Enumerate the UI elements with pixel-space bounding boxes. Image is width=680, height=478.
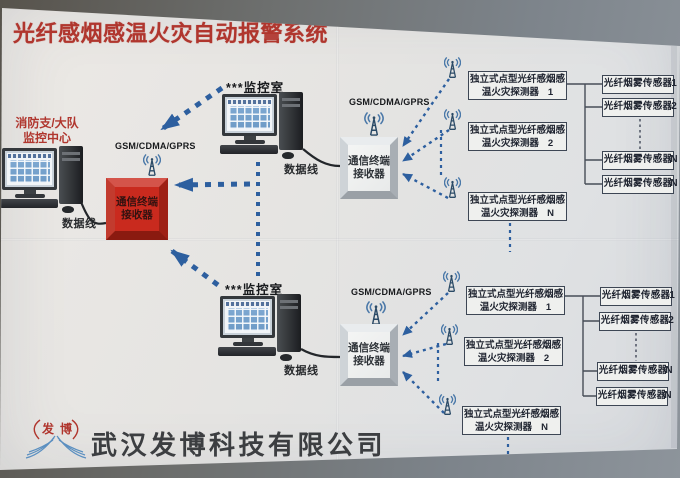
gsm-label-center: GSM/CDMA/GPRS	[115, 141, 196, 151]
sensor-num: N	[665, 365, 673, 376]
keyboard-icon	[220, 145, 278, 154]
company-logo: 发 博	[25, 419, 87, 459]
antenna-icon	[444, 109, 461, 130]
sensor-bottom-4: 光纤烟雾传感器	[596, 387, 668, 406]
gray-receiver-top: 通信终端 接收器	[340, 137, 398, 199]
fold-crease-horizontal	[0, 238, 680, 241]
cable-room-bottom	[300, 348, 341, 359]
sensor-num: 2	[671, 101, 677, 112]
monitor-icon	[2, 148, 57, 190]
sensor-top-4: 光纤烟雾传感器	[602, 175, 674, 194]
keyboard-icon	[218, 347, 276, 356]
data-cable-label-bottom: 数据线	[284, 365, 319, 377]
fire-center-label: 消防支/大队 监控中心	[15, 116, 79, 145]
monitor-room-bottom-computer	[218, 294, 302, 364]
antenna-icon	[441, 324, 458, 345]
fold-crease-vertical	[336, 8, 339, 470]
antenna-icon	[439, 394, 456, 415]
sensor-num: N	[664, 390, 672, 401]
sensor-bottom-3: 光纤烟雾传感器	[597, 362, 669, 381]
antenna-icon	[143, 154, 161, 176]
mouse-icon	[282, 152, 294, 159]
red-receiver-box: 通信终端 接收器	[106, 178, 168, 240]
sensor-top-1: 光纤烟雾传感器	[602, 75, 674, 94]
sensor-bracket-top	[567, 83, 602, 185]
keyboard-icon	[0, 199, 58, 208]
gray-receiver-bottom: 通信终端 接收器	[340, 324, 398, 386]
sensor-top-3: 光纤烟雾传感器	[602, 151, 674, 170]
arrow-trunk-to-center	[174, 177, 251, 192]
sensor-bottom-1: 光纤烟雾传感器	[600, 287, 672, 306]
sensor-num: N	[670, 178, 678, 189]
monitor-icon	[222, 94, 277, 136]
logo-char-2: 博	[60, 421, 72, 436]
antenna-icon	[366, 301, 386, 325]
company-name: 武汉发博科技有限公司	[91, 430, 387, 460]
data-cable-label-left: 数据线	[62, 218, 97, 230]
antenna-icon	[444, 57, 461, 78]
arrow-room-top-to-center	[160, 85, 224, 132]
data-cable-label-top: 数据线	[284, 164, 319, 176]
sensor-top-2: 光纤烟雾传感器	[602, 98, 674, 117]
page-title: 光纤感烟感温火灾自动报警系统	[13, 21, 329, 46]
gsm-label-bottom: GSM/CDMA/GPRS	[351, 287, 432, 297]
sensor-num: 1	[669, 290, 675, 301]
computer-tower-icon	[279, 92, 303, 150]
sensor-num: 2	[668, 315, 674, 326]
wireless-links-bottom	[402, 292, 449, 414]
sensor-bracket-bottom	[565, 295, 600, 397]
antenna-icon	[443, 271, 460, 292]
monitor-room-top-computer	[220, 92, 304, 162]
monitor-room-bottom-label: ***监控室	[225, 283, 284, 297]
antenna-icon	[364, 112, 384, 136]
logo-char-1: 发	[41, 421, 55, 436]
arrow-room-bottom-to-center	[170, 248, 220, 288]
gsm-label-top: GSM/CDMA/GPRS	[349, 97, 430, 107]
computer-tower-icon	[59, 146, 83, 204]
poster-right-edge	[671, 46, 677, 448]
sensor-bottom-2: 光纤烟雾传感器	[599, 312, 671, 331]
sensor-num: N	[670, 154, 678, 165]
computer-tower-icon	[277, 294, 301, 352]
mouse-icon	[280, 354, 292, 361]
sensor-num: 1	[671, 78, 677, 89]
antenna-icon	[444, 177, 461, 198]
mouse-icon	[62, 206, 74, 213]
fire-center-computer	[0, 146, 84, 216]
monitor-icon	[220, 296, 275, 338]
monitor-room-top-label: ***监控室	[226, 81, 285, 95]
